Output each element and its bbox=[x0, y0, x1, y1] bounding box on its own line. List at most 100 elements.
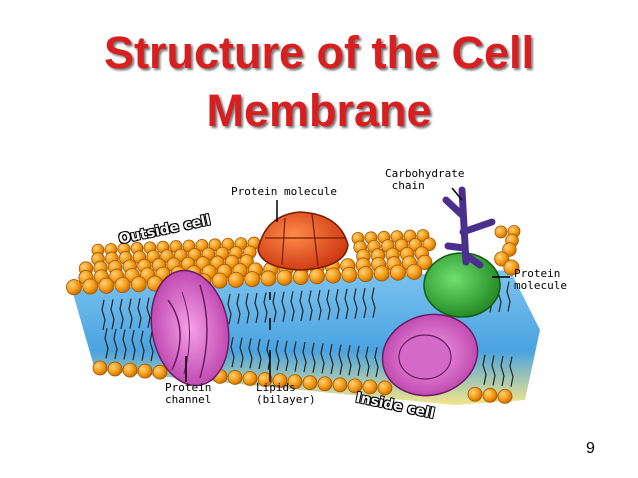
lipid-tail bbox=[320, 343, 325, 374]
protein-molecule-top bbox=[257, 211, 349, 271]
lipid-tail bbox=[104, 328, 109, 359]
lipid-tail bbox=[335, 289, 340, 320]
lipid-head bbox=[422, 237, 437, 251]
lipid-head bbox=[107, 361, 123, 377]
lipid-head bbox=[308, 268, 325, 285]
label-lipids-bilayer: Lipids (bilayer) bbox=[256, 381, 316, 406]
lipid-head bbox=[92, 360, 108, 376]
lipid-tail bbox=[302, 342, 307, 373]
lipid-tail bbox=[311, 342, 316, 373]
label-protein-molecule-top: Protein molecule bbox=[231, 185, 337, 198]
lipid-tail bbox=[110, 299, 115, 330]
lipid-head bbox=[82, 278, 99, 295]
lipid-tail bbox=[140, 330, 145, 361]
lipid-tails bbox=[101, 281, 514, 387]
lipid-tail bbox=[362, 287, 367, 319]
lipid-tail bbox=[263, 292, 268, 323]
carbohydrate-chain bbox=[442, 186, 496, 269]
lipid-head bbox=[244, 271, 261, 288]
lipid-head bbox=[317, 376, 333, 392]
lipid-tail bbox=[326, 289, 331, 320]
lipid-tail bbox=[257, 338, 262, 370]
lipid-tail bbox=[317, 289, 322, 321]
lipid-tail bbox=[266, 339, 271, 370]
lipid-tail bbox=[272, 292, 277, 323]
lipid-head bbox=[325, 267, 342, 284]
lipid-heads-inner bbox=[92, 360, 513, 404]
lipid-tail bbox=[236, 293, 241, 324]
lipid-head bbox=[347, 378, 363, 394]
lipid-tail bbox=[329, 343, 334, 375]
lipid-head bbox=[276, 269, 293, 286]
lipid-head bbox=[98, 277, 115, 294]
lipid-head bbox=[130, 276, 147, 293]
lipid-tail bbox=[281, 291, 286, 322]
lipid-head bbox=[497, 388, 513, 404]
lipid-tail bbox=[482, 354, 487, 385]
lipid-head bbox=[302, 375, 318, 391]
lipid-tail bbox=[284, 340, 289, 371]
lipid-head bbox=[257, 372, 273, 387]
lipid-head bbox=[467, 386, 483, 402]
lipid-tail bbox=[248, 338, 253, 369]
lipid-head bbox=[122, 362, 138, 378]
lipid-tail bbox=[374, 347, 379, 378]
lipid-tail bbox=[239, 337, 244, 368]
label-pointers bbox=[185, 187, 510, 382]
lipid-head bbox=[227, 271, 244, 288]
lipid-head bbox=[66, 279, 83, 296]
protein-molecule-right bbox=[423, 252, 501, 318]
label-carbohydrate-chain: Carbohydrate chain bbox=[385, 167, 465, 192]
lipid-tail bbox=[131, 330, 136, 361]
page-title-line-1: Structure of the Cell bbox=[103, 27, 535, 78]
protein-channel-right bbox=[381, 313, 479, 397]
lipid-head bbox=[114, 276, 131, 293]
lipid-head bbox=[292, 268, 309, 285]
lipid-tail bbox=[491, 355, 496, 386]
lipid-head bbox=[503, 259, 520, 276]
lipid-tail bbox=[146, 297, 151, 328]
label-protein-molecule-right: Protein molecule bbox=[514, 267, 567, 292]
lipid-head bbox=[389, 264, 406, 281]
lipid-tail bbox=[230, 336, 235, 368]
lipid-head bbox=[242, 371, 258, 386]
lipid-tail bbox=[137, 298, 142, 329]
lipid-head bbox=[341, 266, 358, 283]
lipid-tail bbox=[275, 340, 280, 371]
lipid-head bbox=[357, 266, 374, 283]
lipid-tail bbox=[344, 288, 349, 320]
lipid-head bbox=[137, 363, 153, 379]
lipid-tail bbox=[365, 346, 370, 377]
lipid-tail bbox=[353, 288, 358, 319]
lipid-tail bbox=[299, 290, 304, 322]
lipid-tail bbox=[509, 356, 514, 387]
lipid-tail bbox=[371, 287, 376, 318]
lipid-head bbox=[332, 377, 348, 393]
lipid-head bbox=[272, 373, 288, 389]
lipid-head bbox=[373, 265, 390, 282]
lipid-head bbox=[362, 379, 378, 395]
lipid-head bbox=[377, 380, 393, 396]
lipid-tail bbox=[101, 299, 106, 330]
lipid-tail bbox=[347, 345, 352, 376]
page-title-line-2: Membrane bbox=[206, 85, 432, 136]
lipid-head bbox=[211, 272, 228, 289]
lipid-tail bbox=[122, 329, 127, 360]
lipid-head bbox=[417, 254, 433, 270]
lipid-tail bbox=[149, 331, 154, 362]
lipid-head bbox=[152, 364, 168, 380]
lipid-tail bbox=[356, 345, 361, 377]
lipid-head bbox=[287, 374, 303, 390]
lipid-tail bbox=[128, 298, 133, 329]
lipid-tail bbox=[245, 293, 250, 324]
lipid-head bbox=[406, 263, 423, 280]
page-number: 9 bbox=[586, 440, 595, 457]
lipid-head bbox=[482, 387, 498, 403]
lipid-tail bbox=[113, 328, 118, 360]
lipid-head bbox=[260, 270, 277, 287]
lipid-tail bbox=[506, 281, 511, 312]
lipid-head bbox=[227, 370, 243, 385]
lipid-tail bbox=[254, 292, 259, 324]
protein-channel bbox=[150, 269, 230, 387]
